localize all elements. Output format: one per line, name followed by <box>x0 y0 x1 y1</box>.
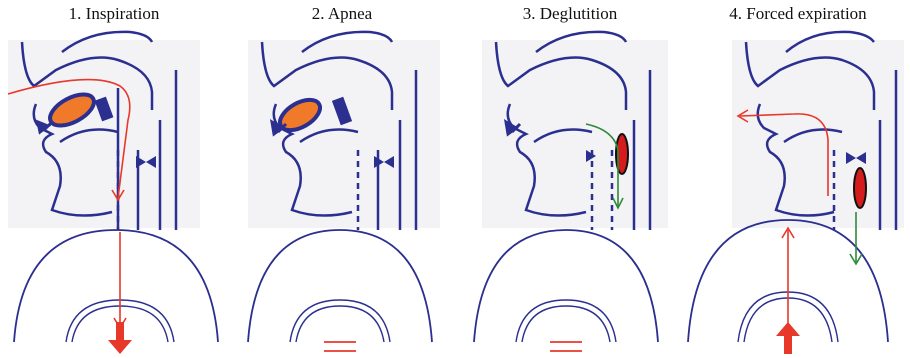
head-background <box>248 40 440 228</box>
forced-expiration-illustration <box>684 0 910 358</box>
head-background <box>732 40 904 228</box>
up-arrow-icon <box>776 322 800 354</box>
lung-arc <box>290 300 390 342</box>
head-background <box>8 40 200 228</box>
apnea-illustration <box>228 0 456 358</box>
deglutition-illustration <box>456 0 684 358</box>
inspiration-illustration <box>0 0 228 358</box>
panel-inspiration: 1. Inspiration <box>0 0 228 358</box>
panel-forced-expiration: 4. Forced expiration <box>684 0 910 358</box>
panel-apnea: 2. Apnea <box>228 0 456 358</box>
lung-arc <box>516 300 616 342</box>
diaphragm-curve <box>248 230 432 342</box>
down-arrow-icon <box>108 322 132 354</box>
diaphragm-curve <box>474 230 658 342</box>
bolus <box>854 168 866 208</box>
panel-deglutition: 3. Deglutition <box>456 0 684 358</box>
